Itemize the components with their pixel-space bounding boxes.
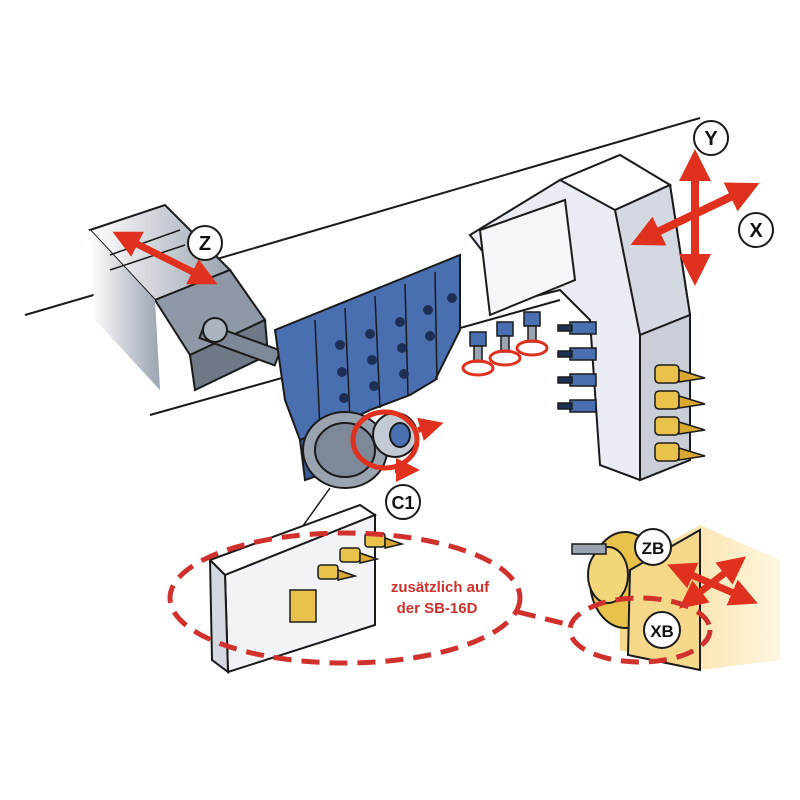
dashed-ellipse-left: [167, 530, 523, 666]
svg-text:der SB-16D: der SB-16D: [397, 600, 478, 617]
backworking-unit: [571, 525, 780, 672]
z-axis-arrow: [112, 231, 218, 285]
right-gold-tools: [654, 364, 706, 462]
svg-text:Y: Y: [704, 128, 718, 150]
svg-text:ZB: ZB: [642, 539, 665, 558]
y-axis-badge: Y: [693, 120, 729, 156]
additional-tool-block: [208, 503, 405, 675]
z-slide: [88, 203, 282, 392]
x-axis-badge: X: [738, 212, 774, 248]
xb-zb-cross-arrows: [667, 556, 758, 609]
c1-spindle: [302, 409, 444, 489]
xy-cross-arrows: [630, 149, 760, 286]
side-blue-tools: [557, 321, 597, 413]
dashed-ellipse-right: [567, 595, 713, 665]
svg-text:X: X: [749, 220, 763, 242]
c1-axis-badge: C1: [385, 484, 421, 520]
z-axis-badge: Z: [187, 225, 223, 261]
dashed-connector: [517, 609, 571, 628]
svg-text:C1: C1: [391, 493, 414, 513]
xb-axis-badge: XB: [643, 611, 681, 649]
svg-text:XB: XB: [650, 622, 674, 641]
zb-axis-badge: ZB: [634, 528, 672, 566]
svg-text:zusätzlich auf: zusätzlich auf: [391, 579, 490, 596]
spindle-leader-line: [299, 487, 331, 531]
front-drill-heads: [461, 311, 549, 377]
svg-text:Z: Z: [199, 233, 211, 255]
note-text: zusätzlich auf der SB-16D: [391, 579, 490, 617]
